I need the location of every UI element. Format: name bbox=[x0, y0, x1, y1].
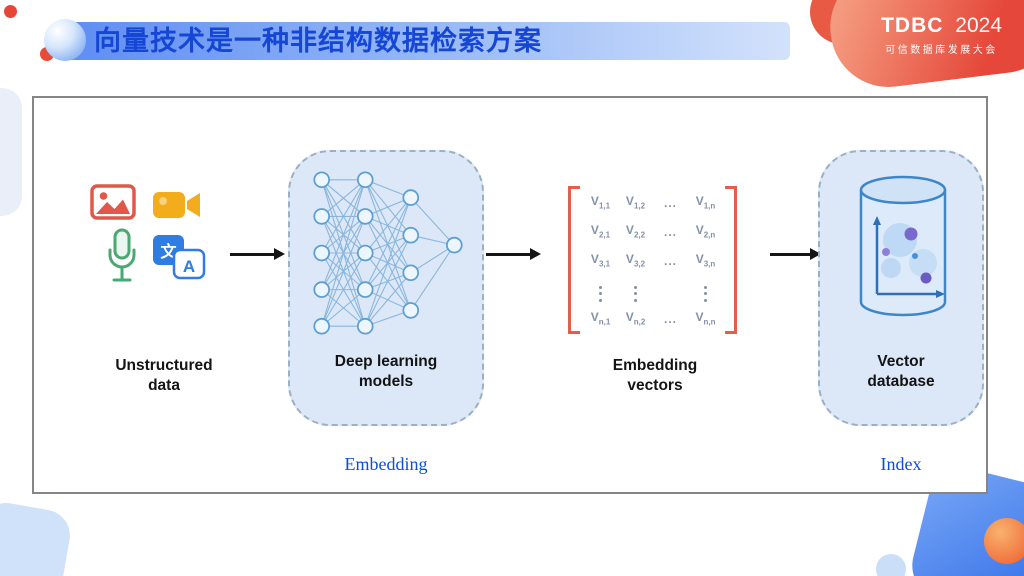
matrix-vertical-dots bbox=[599, 278, 602, 302]
flow-arrow bbox=[486, 248, 541, 260]
logo-subtitle: 可信数据库发展大会 bbox=[885, 45, 998, 56]
matrix-cell: ... bbox=[663, 253, 677, 268]
stage-label-line: Vector bbox=[877, 352, 925, 370]
translate-icon: 文 A bbox=[153, 235, 206, 280]
decor-bottom-right-circle bbox=[876, 554, 906, 576]
stage-label-line: models bbox=[358, 372, 414, 390]
slide-title-bar: 向量技术是一种非结构数据检索方案 bbox=[40, 19, 790, 61]
conference-logo: TDBC 2024 可信数据库发展大会 bbox=[881, 14, 1002, 56]
matrix-cell: V2,1 bbox=[590, 223, 611, 240]
stage-label-unstructured: Unstructured data bbox=[39, 356, 289, 396]
svg-text:A: A bbox=[183, 257, 195, 276]
stage-vector-database: Vector database bbox=[818, 150, 984, 426]
index-caption: Index bbox=[880, 454, 922, 474]
vector-database-icon bbox=[859, 175, 947, 317]
neural-network-diagram bbox=[313, 171, 463, 335]
flow-arrow bbox=[230, 248, 285, 260]
matrix-bracket-left bbox=[568, 186, 580, 334]
decor-red-dot bbox=[4, 5, 17, 18]
title-bubble-icon bbox=[44, 19, 86, 61]
matrix-cell: V2,2 bbox=[625, 223, 646, 240]
matrix-cell: ... bbox=[663, 224, 677, 239]
matrix-cell: V2,n bbox=[695, 223, 716, 240]
matrix-cell: Vn,n bbox=[695, 310, 716, 327]
matrix-cell: ... bbox=[663, 311, 677, 326]
logo-year: 2024 bbox=[955, 14, 1002, 37]
matrix-cell: Vn,1 bbox=[590, 310, 611, 327]
stage-label-line: database bbox=[867, 372, 935, 390]
video-camera-icon bbox=[153, 192, 200, 218]
decor-orange-ball bbox=[984, 518, 1024, 564]
stage-label-vector-database: Vector database bbox=[820, 352, 982, 392]
stage-unstructured-data: 文 A bbox=[80, 182, 248, 304]
decor-left-shape bbox=[0, 88, 22, 216]
microphone-icon bbox=[108, 228, 136, 282]
image-icon bbox=[90, 184, 136, 220]
decor-bottom-left-shape bbox=[0, 498, 74, 576]
logo-row: TDBC 2024 bbox=[881, 14, 1002, 38]
stage-label-line: vectors bbox=[627, 377, 683, 395]
stage-deep-learning-models: Deep learning models bbox=[288, 150, 484, 426]
matrix-cell: V3,2 bbox=[625, 252, 646, 269]
matrix-cell: V1,1 bbox=[590, 194, 611, 211]
embedding-caption: Embedding bbox=[344, 454, 428, 474]
stage-label-line: Unstructured bbox=[115, 357, 213, 374]
stage-label-deep-learning: Deep learning models bbox=[290, 352, 482, 392]
matrix-cell: ... bbox=[663, 195, 677, 210]
matrix-cell: V1,2 bbox=[625, 194, 646, 211]
matrix-vertical-dots bbox=[634, 278, 637, 302]
flow-arrow bbox=[770, 248, 821, 260]
matrix-cell: Vn,2 bbox=[625, 310, 646, 327]
matrix-cell: V1,n bbox=[695, 194, 716, 211]
stage-label-embedding-vectors: Embedding vectors bbox=[555, 356, 755, 396]
matrix-bracket-right bbox=[725, 186, 737, 334]
matrix-cell: V3,1 bbox=[590, 252, 611, 269]
matrix-vertical-dots bbox=[704, 278, 707, 302]
logo-brand: TDBC bbox=[881, 14, 944, 37]
stage-label-line: Deep learning bbox=[334, 352, 438, 370]
diagram-frame: 文 A Unstructured data Deep learning mode… bbox=[32, 96, 988, 494]
stage-label-line: Embedding bbox=[612, 357, 698, 374]
stage-label-line: data bbox=[148, 377, 180, 395]
matrix-cell: V3,n bbox=[695, 252, 716, 269]
page-title: 向量技术是一种非结构数据检索方案 bbox=[94, 26, 542, 56]
